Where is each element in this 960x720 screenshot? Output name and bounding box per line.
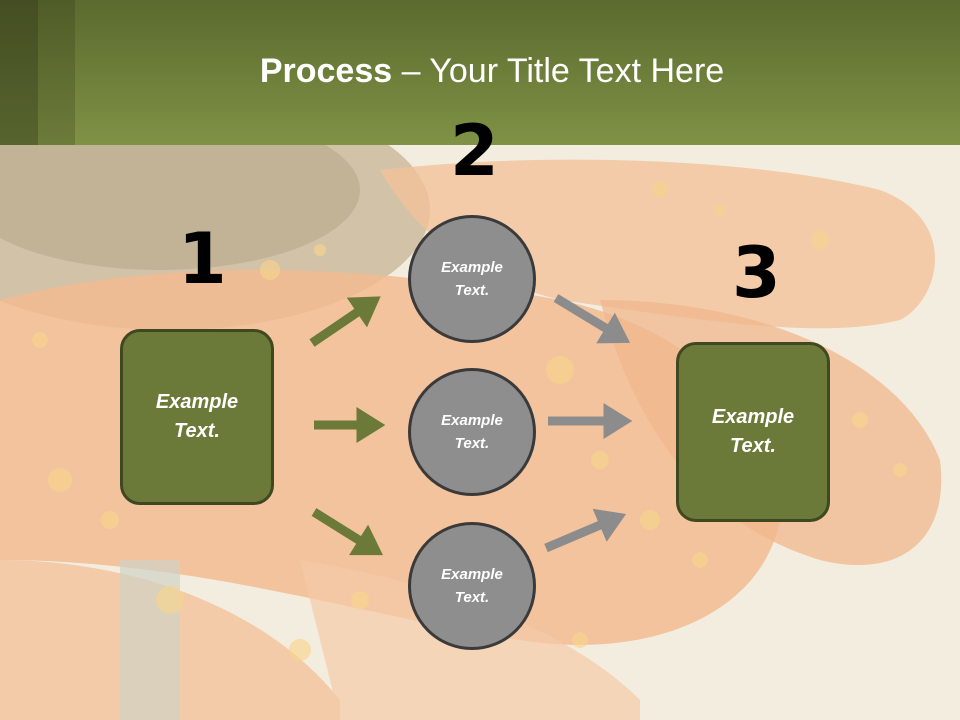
process-circle-bottom: Example Text. [408, 522, 536, 650]
circle-middle-line-2: Text. [454, 435, 490, 452]
slide-title-rest: – Your Title Text Here [392, 52, 725, 90]
step-number-2: 2 [450, 110, 499, 192]
arrow-from-circle-bottom [544, 508, 627, 553]
header-band [0, 0, 960, 145]
process-box-right: Example Text. [676, 342, 830, 522]
arrow-to-circle-bottom [311, 508, 383, 556]
slide-title-bold: Process [259, 52, 393, 90]
box-left-line-2: Text. [174, 420, 220, 442]
step-number-3: 3 [732, 232, 781, 314]
circle-top-line-2: Text. [454, 282, 490, 299]
arrow-to-circle-top [309, 296, 381, 347]
process-box-left: Example Text. [120, 329, 274, 505]
circle-bottom-line-2: Text. [454, 589, 490, 606]
process-circle-middle: Example Text. [408, 368, 536, 496]
header-accent-light [38, 0, 75, 145]
process-circle-top: Example Text. [408, 215, 536, 343]
header-accent-dark [0, 0, 38, 145]
box-left-line-1: Example [155, 391, 239, 413]
box-right-line-1: Example [711, 406, 795, 428]
circle-middle-line-1: Example [441, 412, 503, 429]
slide-title: Process – Your Title Text Here [0, 52, 960, 91]
circle-top-line-1: Example [441, 259, 503, 276]
step-number-1: 1 [178, 218, 227, 300]
arrow-from-circle-top [553, 294, 631, 344]
box-right-line-2: Text. [730, 435, 776, 457]
circle-bottom-line-1: Example [441, 566, 503, 583]
